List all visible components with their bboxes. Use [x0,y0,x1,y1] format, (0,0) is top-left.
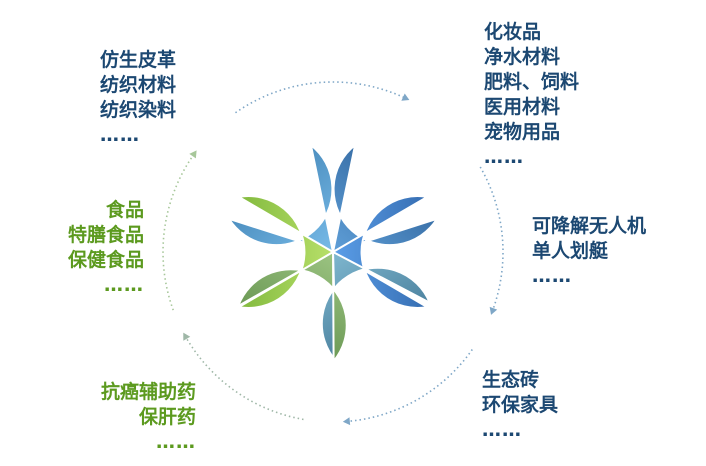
label-xing-item: 单人划艇 [532,240,609,262]
label-yao-item: …… [156,431,196,453]
label-shi-item: 保健食品 [67,249,144,271]
petal-xing [331,195,431,309]
arrow-yong-xing-head [489,306,498,315]
arrow-zhu-yao [185,336,304,421]
arrow-xing-zhu-head [342,417,351,426]
label-group-yao: 抗癌辅助药保肝药 …… [101,380,196,455]
petal-label-xing: 行 [431,236,462,271]
label-xing-item: 可降解无人机 [532,215,647,237]
label-yi-item: 仿生皮革 [100,49,177,71]
label-group-shi: 食品特膳食品保健食品 …… [68,198,144,298]
label-yao-item: 保肝药 [138,406,196,428]
label-zhu-item: 生态砖 [482,369,540,391]
arrow-yao-shi-head [189,150,197,159]
label-zhu-item: 环保家具 [482,394,559,416]
petal-yao [236,250,348,364]
arrow-yao-shi [162,154,195,311]
petal-label-yong: 用 [394,151,424,186]
petal-label-zhu: 住 [378,333,408,368]
petal-yong [331,142,440,254]
label-yi-item: …… [100,124,140,146]
label-yong-item: 医用材料 [484,96,561,118]
arrow-yi-yong-head [401,93,410,101]
label-yong-item: 净水材料 [484,46,561,68]
label-shi-item: 食品 [105,199,144,221]
petal-label-yao: 药 [261,335,291,370]
arrow-xing-zhu [347,349,473,423]
petal-shi [235,195,335,309]
label-shi-item: …… [104,274,144,296]
label-yong-item: 宠物用品 [484,121,561,143]
petal-yi [226,142,335,254]
label-group-xing: 可降解无人机 单人划艇 …… [532,214,646,289]
label-yong-item: 化妆品 [484,21,542,43]
label-yi-item: 纺织材料 [100,74,177,96]
label-yong-item: …… [484,146,524,168]
label-group-zhu: 生态砖环保家具 …… [482,368,558,443]
label-yao-item: 抗癌辅助药 [100,381,196,403]
label-shi-item: 特膳食品 [67,224,144,246]
petal-label-shi: 食 [204,236,235,271]
label-zhu-item: …… [482,419,522,441]
petal-group: 衣 用行住 药 食 [204,142,462,370]
label-group-yi: 仿生皮革纺织材料纺织染料 …… [100,48,176,148]
arrow-zhu-yao-head [183,332,191,341]
label-yi-item: 纺织染料 [100,99,177,121]
label-xing-item: …… [532,265,572,287]
cycle-arrows [162,81,504,426]
label-yong-item: 肥料、饲料 [484,71,580,93]
petal-label-yi: 衣 [242,151,272,186]
label-group-yong: 化妆品净水材料肥料、饲料医用材料宠物用品 …… [484,20,579,170]
arrow-yong-xing [479,166,504,311]
arrow-yi-yong [235,81,406,114]
